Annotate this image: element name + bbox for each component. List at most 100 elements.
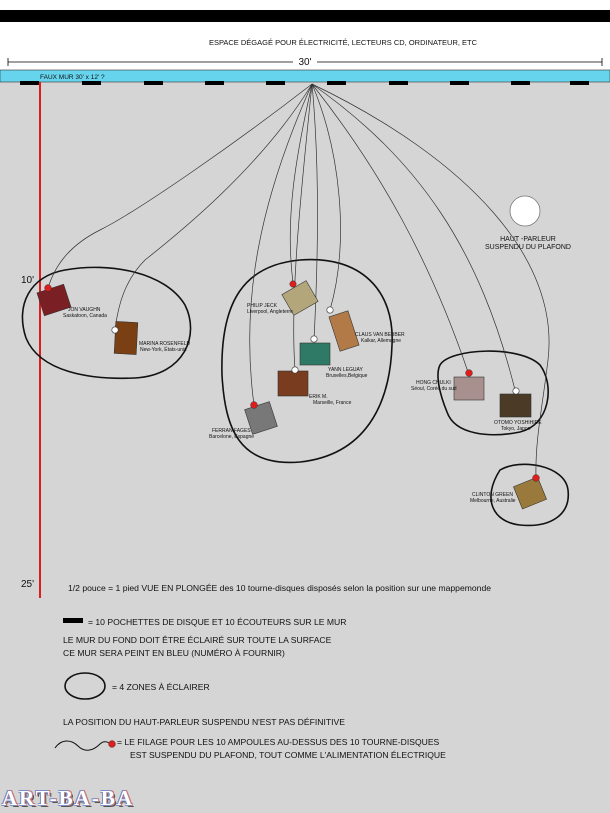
- lamp-dot-red: [44, 284, 52, 292]
- artist-city: Tokyo, Japon: [501, 426, 531, 432]
- wall-light-note-1: LE MUR DU FOND DOIT ÊTRE ÉCLAIRÉ SUR TOU…: [63, 635, 332, 645]
- artist-city: Saskatoon, Canada: [63, 313, 107, 319]
- sleeve-mark: [570, 81, 589, 85]
- turntable-clinton-green: CLINTON GREEN Melbourne, Australie: [470, 474, 547, 510]
- ceiling-speaker: [509, 195, 541, 227]
- wire: [293, 83, 313, 371]
- lamp-dot-red: [250, 401, 258, 409]
- sleeves-note: = 10 POCHETTES DE DISQUE ET 10 ÉCOUTEURS…: [88, 617, 346, 627]
- artist-name: OTOMO YOSHIHIDE: [494, 420, 542, 426]
- lamp-dot-white: [291, 366, 299, 374]
- turntable-yann-leguay: YANN LEGUAY Bruxelles,Belgique: [299, 335, 368, 379]
- wire: [47, 83, 313, 289]
- turntable-erik-m: ERIK M. Marseille, France: [277, 366, 352, 406]
- wire: [311, 83, 469, 373]
- sleeve-mark: [511, 81, 530, 85]
- clearance-note: ESPACE DÉGAGÉ POUR ÉLECTRICITÉ, LECTEURS…: [209, 38, 478, 47]
- sleeve-mark: [82, 81, 101, 85]
- ceiling-wiring: [47, 83, 550, 479]
- zone-4: [490, 463, 569, 527]
- turntable-body: [277, 370, 309, 397]
- artist-name: HONG CHULKI: [416, 380, 451, 386]
- wire: [311, 83, 550, 479]
- legend-lamp-dot: [108, 740, 116, 748]
- turntable-body: [328, 310, 360, 352]
- zone-1: [21, 266, 192, 380]
- wire: [311, 83, 318, 341]
- turntable-body: [453, 376, 485, 401]
- turntable-body: [499, 393, 532, 418]
- speaker-label-line1: HAUT -PARLEUR: [500, 236, 556, 243]
- artist-name: YANN LEGUAY: [328, 367, 363, 373]
- sleeve-mark: [144, 81, 163, 85]
- lamp-dot-red: [532, 474, 540, 482]
- zone-3: [437, 350, 549, 436]
- sleeve-mark: [266, 81, 285, 85]
- sleeve-mark: [205, 81, 224, 85]
- lamp-dot-white: [326, 306, 334, 314]
- artist-city: Melbourne, Australie: [470, 498, 516, 504]
- wire: [289, 83, 313, 284]
- artist-city: New-York, États-unis: [140, 346, 187, 353]
- artist-city: Liverpool, Angleterre: [247, 309, 293, 315]
- artist-name: FERRAN FAGES: [212, 428, 251, 434]
- dimension-label-bg: [293, 55, 317, 67]
- artist-city: Marseille, France: [313, 400, 352, 406]
- wiring-note-2: EST SUSPENDU DU PLAFOND, TOUT COMME L'AL…: [130, 750, 446, 760]
- width-dimension-label: 30': [298, 57, 311, 68]
- artist-city: Barcelone, Espagne: [209, 434, 254, 440]
- lamp-dot-white: [310, 335, 318, 343]
- artist-name: JON VAUGHN: [68, 307, 101, 313]
- artbaba-logo: ART-BA-BA: [2, 786, 135, 810]
- artist-name: ERIK M.: [309, 394, 328, 400]
- wire: [311, 83, 516, 391]
- artist-city: Bruxelles,Belgique: [326, 373, 368, 379]
- artist-name: PHILIP JECK: [247, 303, 278, 309]
- scale-mark-25: 25': [21, 579, 34, 590]
- false-wall: [0, 69, 610, 83]
- artist-name: MARINA ROSENFELD: [139, 341, 191, 347]
- sleeve-mark: [20, 81, 39, 85]
- artist-city: Kalkar, Allemagne: [361, 338, 401, 344]
- lighting-zones: [21, 258, 569, 527]
- legend-sleeve-swatch: [63, 618, 83, 623]
- wall-label: FAUX MUR 30' x 12' ?: [40, 74, 105, 81]
- turntable-philip-jeck: PHILIP JECK Liverpool, Angleterre: [247, 280, 319, 316]
- wall-sleeves: [20, 81, 589, 85]
- turntable-body: [281, 280, 319, 316]
- zone-2: [221, 258, 393, 464]
- turntable-otomo-yoshihide: OTOMO YOSHIHIDE Tokyo, Japon: [494, 387, 542, 432]
- turntable-body: [299, 342, 331, 366]
- turntable-body: [113, 321, 139, 355]
- lamp-dot-white: [111, 326, 119, 334]
- legend-zone-swatch: [64, 672, 106, 700]
- turntable-claus-van-bebber: CLAUS VAN BEBBER Kalkar, Allemagne: [326, 306, 405, 352]
- turntable-body: [513, 476, 547, 510]
- turntable-hong-chulki: HONG CHULKI Séoul, Corée du sud: [411, 369, 485, 401]
- speaker-label-line2: SUSPENDU DU PLAFOND: [485, 244, 571, 251]
- floor-area: [0, 82, 610, 813]
- wire: [114, 83, 313, 331]
- sleeve-mark: [389, 81, 408, 85]
- wall-light-note-2: CE MUR SERA PEINT EN BLEU (NUMÉRO À FOUR…: [63, 648, 285, 658]
- sleeve-mark: [327, 81, 346, 85]
- artist-name: CLINTON GREEN: [472, 492, 513, 498]
- legend-wire-swatch: [54, 740, 112, 751]
- turntable-jon-vaughn: JON VAUGHN Saskatoon, Canada: [36, 283, 107, 319]
- artist-city: Séoul, Corée du sud: [411, 386, 457, 392]
- turntable-marina-rosenfeld: MARINA ROSENFELD New-York, États-unis: [111, 321, 191, 355]
- wire: [249, 83, 313, 406]
- artist-name: CLAUS VAN BEBBER: [355, 332, 405, 338]
- top-black-band: [0, 10, 610, 22]
- turntable-ferran-fages: FERRAN FAGES Barcelone, Espagne: [209, 401, 278, 440]
- zones-note: = 4 ZONES À ÉCLAIRER: [112, 682, 210, 692]
- lamp-dot-red: [289, 280, 297, 288]
- sleeve-mark: [450, 81, 469, 85]
- lamp-dot-red: [465, 369, 473, 377]
- wiring-note-1: = LE FILAGE POUR LES 10 AMPOULES AU-DESS…: [117, 737, 440, 747]
- scale-note: 1/2 pouce = 1 pied VUE EN PLONGÉE des 10…: [68, 583, 491, 593]
- scale-mark-10: 10': [21, 275, 34, 286]
- wire: [311, 83, 341, 311]
- lamp-dot-white: [512, 387, 520, 395]
